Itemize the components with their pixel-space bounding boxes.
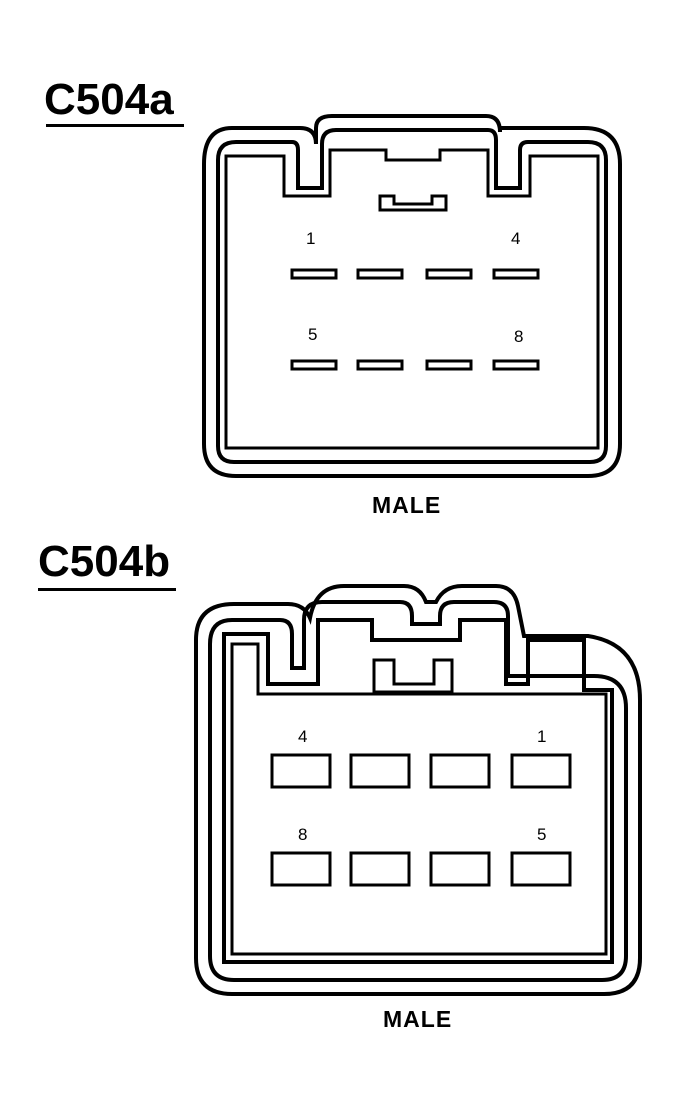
title-underline-c504b	[38, 588, 176, 591]
pin-label: 1	[537, 727, 546, 746]
pin-label: 5	[537, 825, 546, 844]
pin-slot	[270, 851, 332, 887]
pin-slot	[356, 359, 404, 371]
gender-label-c504b: MALE	[383, 1006, 453, 1032]
pin-slot	[425, 268, 473, 280]
pin-slot	[429, 851, 491, 887]
pin-slot	[510, 851, 572, 887]
pin-slot	[492, 359, 540, 371]
pin-slot	[290, 268, 338, 280]
connector-title-c504a: C504a	[44, 75, 174, 124]
pin-slot	[290, 359, 338, 371]
connector-title-c504b: C504b	[38, 537, 171, 586]
housing-middle	[208, 600, 628, 982]
connector-c504a-face: 1 4 5 8	[202, 114, 622, 478]
pin-label: 8	[514, 327, 523, 346]
pin-slot	[270, 753, 332, 789]
pin-slot	[349, 753, 411, 789]
pin-slot	[349, 851, 411, 887]
housing-inner	[224, 148, 600, 450]
pin-slot	[510, 753, 572, 789]
pin-label: 5	[308, 325, 317, 344]
housing-middle	[216, 128, 608, 464]
pin-slot	[429, 753, 491, 789]
title-underline-c504a	[46, 124, 184, 127]
pin-slot	[356, 268, 404, 280]
pin-label: 4	[298, 727, 307, 746]
pin-slot	[492, 268, 540, 280]
gender-label-c504a: MALE	[372, 492, 442, 518]
connector-c504b-face: 4 1 8 5	[194, 584, 642, 996]
housing-face	[230, 642, 608, 956]
pin-label: 1	[306, 229, 315, 248]
polarizing-key	[372, 658, 454, 694]
polarizing-key	[378, 194, 448, 212]
housing-inner-outline	[222, 618, 614, 964]
pin-label: 4	[511, 229, 520, 248]
pin-slot	[425, 359, 473, 371]
pin-label: 8	[298, 825, 307, 844]
housing-outer	[202, 114, 622, 478]
housing-outer	[194, 584, 642, 996]
